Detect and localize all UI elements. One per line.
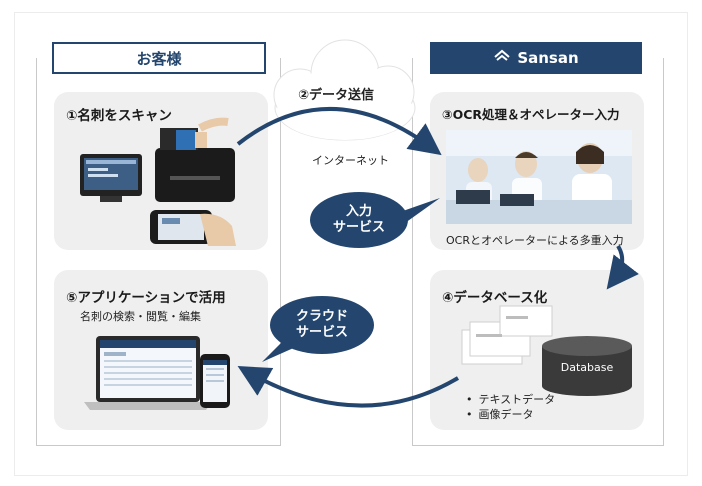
data-send-label: ②データ送信	[298, 88, 375, 103]
scan-title: ①名刺をスキャン	[66, 108, 172, 124]
business-cards-illustration	[461, 305, 553, 365]
database-to-app-arrow	[237, 366, 460, 408]
internet-caption: インターネット	[312, 154, 389, 167]
operators-photo	[446, 130, 632, 224]
customer-header-label: お客様	[136, 49, 182, 68]
database-bullets: テキストデータ 画像データ	[466, 392, 556, 422]
input-service-line1: 入力	[345, 204, 372, 219]
sansan-header-label: Sansan	[517, 49, 579, 67]
input-service-bubble: 入力 サービス	[310, 192, 408, 248]
phone-illustration	[150, 210, 236, 246]
ocr-caption: OCRとオペレーターによる多重入力	[446, 234, 624, 247]
cloud-service-line1: クラウド	[295, 309, 348, 324]
sansan-column	[412, 58, 664, 446]
cloud-service-line2: サービス	[295, 325, 348, 340]
sansan-logo-icon	[493, 48, 511, 68]
ocr-to-database-arrow	[606, 244, 639, 290]
app-title: ⑤アプリケーションで活用	[66, 290, 226, 306]
customer-header: お客様	[52, 42, 266, 74]
scanner-illustration	[80, 117, 235, 202]
cloud-icon	[273, 39, 416, 141]
database-label: Database	[561, 361, 614, 374]
app-caption: 名刺の検索・閲覧・編集	[80, 310, 201, 323]
ocr-title: ③OCR処理＆オペレーター入力	[442, 107, 620, 122]
customer-column	[36, 58, 281, 446]
sansan-header: Sansan	[430, 42, 642, 74]
database-title: ④データベース化	[442, 290, 548, 306]
input-service-line2: サービス	[332, 220, 385, 235]
bullet-text-data: テキストデータ	[466, 392, 556, 407]
laptop-illustration	[84, 336, 230, 410]
bullet-image-data: 画像データ	[466, 407, 555, 422]
data-send-arrow	[236, 107, 442, 156]
database-icon: Database	[542, 336, 632, 396]
